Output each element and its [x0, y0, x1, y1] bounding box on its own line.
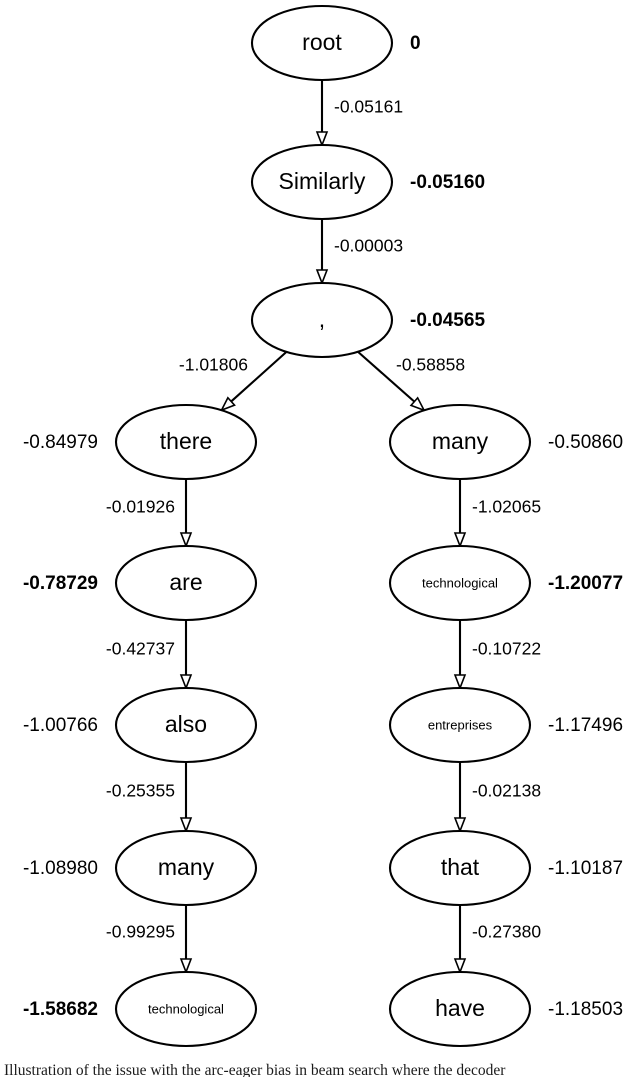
node-ellipse-many-right[interactable] — [388, 403, 532, 481]
node-ellipse-technological-l[interactable] — [114, 970, 258, 1048]
arrow-head-many-right — [409, 396, 426, 412]
edge-score-root-to-similarly: -0.05161 — [334, 97, 403, 117]
node-score-that: -1.10187 — [548, 858, 623, 879]
score-labels-layer: 0 -0.05160 -0.04565 -0.84979 -0.78729 -1.0076… — [23, 33, 623, 1020]
node-ellipse-entreprises[interactable] — [388, 686, 532, 764]
node-label-have: have — [435, 995, 485, 1021]
arrow-head-also — [179, 674, 193, 691]
arrow-head-that — [453, 817, 467, 834]
edge-score-entreprises-to-that: -0.02138 — [472, 781, 541, 801]
node-score-many-left: -1.08980 — [23, 858, 98, 879]
node-score-have: -1.18503 — [548, 999, 623, 1020]
node-score-are: -0.78729 — [23, 573, 98, 594]
arrow-head-similarly — [315, 131, 329, 148]
arrow-head-are — [179, 532, 193, 549]
node-label-technological-r: technological — [422, 575, 498, 590]
node-score-comma: -0.04565 — [410, 310, 485, 331]
node-score-similarly: -0.05160 — [410, 172, 485, 193]
arrow-head-entreprises — [453, 674, 467, 691]
edge-line-comma-to-there — [230, 351, 288, 403]
node-score-root: 0 — [410, 33, 421, 54]
arrow-head-many-left — [179, 817, 193, 834]
node-ellipse-technological-r[interactable] — [388, 544, 532, 622]
node-label-many-left: many — [158, 854, 215, 880]
node-label-comma: , — [319, 306, 325, 332]
node-label-that: that — [441, 854, 480, 880]
node-ellipse-many-left[interactable] — [114, 829, 258, 907]
edge-score-are-to-also: -0.42737 — [106, 639, 175, 659]
edge-score-many-left-to-technological-l: -0.99295 — [106, 922, 175, 942]
arrow-head-technological-l — [179, 958, 193, 975]
edges-layer — [179, 80, 467, 975]
node-ellipse-there[interactable] — [114, 403, 258, 481]
edge-score-technological-r-to-entreprises: -0.10722 — [472, 639, 541, 659]
node-label-similarly: Similarly — [279, 168, 366, 194]
arrow-head-have — [453, 958, 467, 975]
arrow-head-comma — [315, 269, 329, 286]
edge-score-also-to-many-left: -0.25355 — [106, 781, 175, 801]
node-ellipse-have[interactable] — [388, 970, 532, 1048]
node-label-entreprises: entreprises — [428, 717, 493, 732]
edge-score-that-to-have: -0.27380 — [472, 922, 541, 942]
edge-labels-layer: -0.05161 -0.00003 -1.01806 -0.58858 -0.01926… — [106, 97, 541, 942]
node-label-there: there — [160, 428, 212, 454]
node-label-technological-l: technological — [148, 1001, 224, 1016]
node-ellipse-are[interactable] — [114, 544, 258, 622]
edge-score-comma-to-there: -1.01806 — [179, 355, 248, 375]
edge-score-similarly-to-comma: -0.00003 — [334, 236, 403, 256]
edge-score-many-right-to-technological-r: -1.02065 — [472, 497, 541, 517]
node-ellipse-similarly[interactable] — [250, 143, 394, 221]
node-ellipse-that[interactable] — [388, 829, 532, 907]
node-score-entreprises: -1.17496 — [548, 715, 623, 736]
node-score-also: -1.00766 — [23, 715, 98, 736]
edge-score-comma-to-many-right: -0.58858 — [396, 355, 465, 375]
node-ellipse-also[interactable] — [114, 686, 258, 764]
edge-line-comma-to-many-right — [357, 350, 416, 403]
figure-caption: Illustration of the issue with the arc-e… — [4, 1062, 506, 1077]
node-score-technological-r: -1.20077 — [548, 573, 623, 594]
arrow-head-there — [219, 396, 236, 412]
node-label-also: also — [165, 711, 207, 737]
node-label-are: are — [169, 569, 202, 595]
node-score-there: -0.84979 — [23, 432, 98, 453]
node-ellipse-root[interactable] — [250, 4, 394, 82]
node-score-many-right: -0.50860 — [548, 432, 623, 453]
node-label-many-right: many — [432, 428, 489, 454]
node-label-root: root — [302, 29, 342, 55]
arrow-head-technological-r — [453, 532, 467, 549]
edge-score-there-to-are: -0.01926 — [106, 497, 175, 517]
node-ellipse-comma[interactable] — [250, 281, 394, 359]
node-score-technological-l: -1.58682 — [23, 999, 98, 1020]
